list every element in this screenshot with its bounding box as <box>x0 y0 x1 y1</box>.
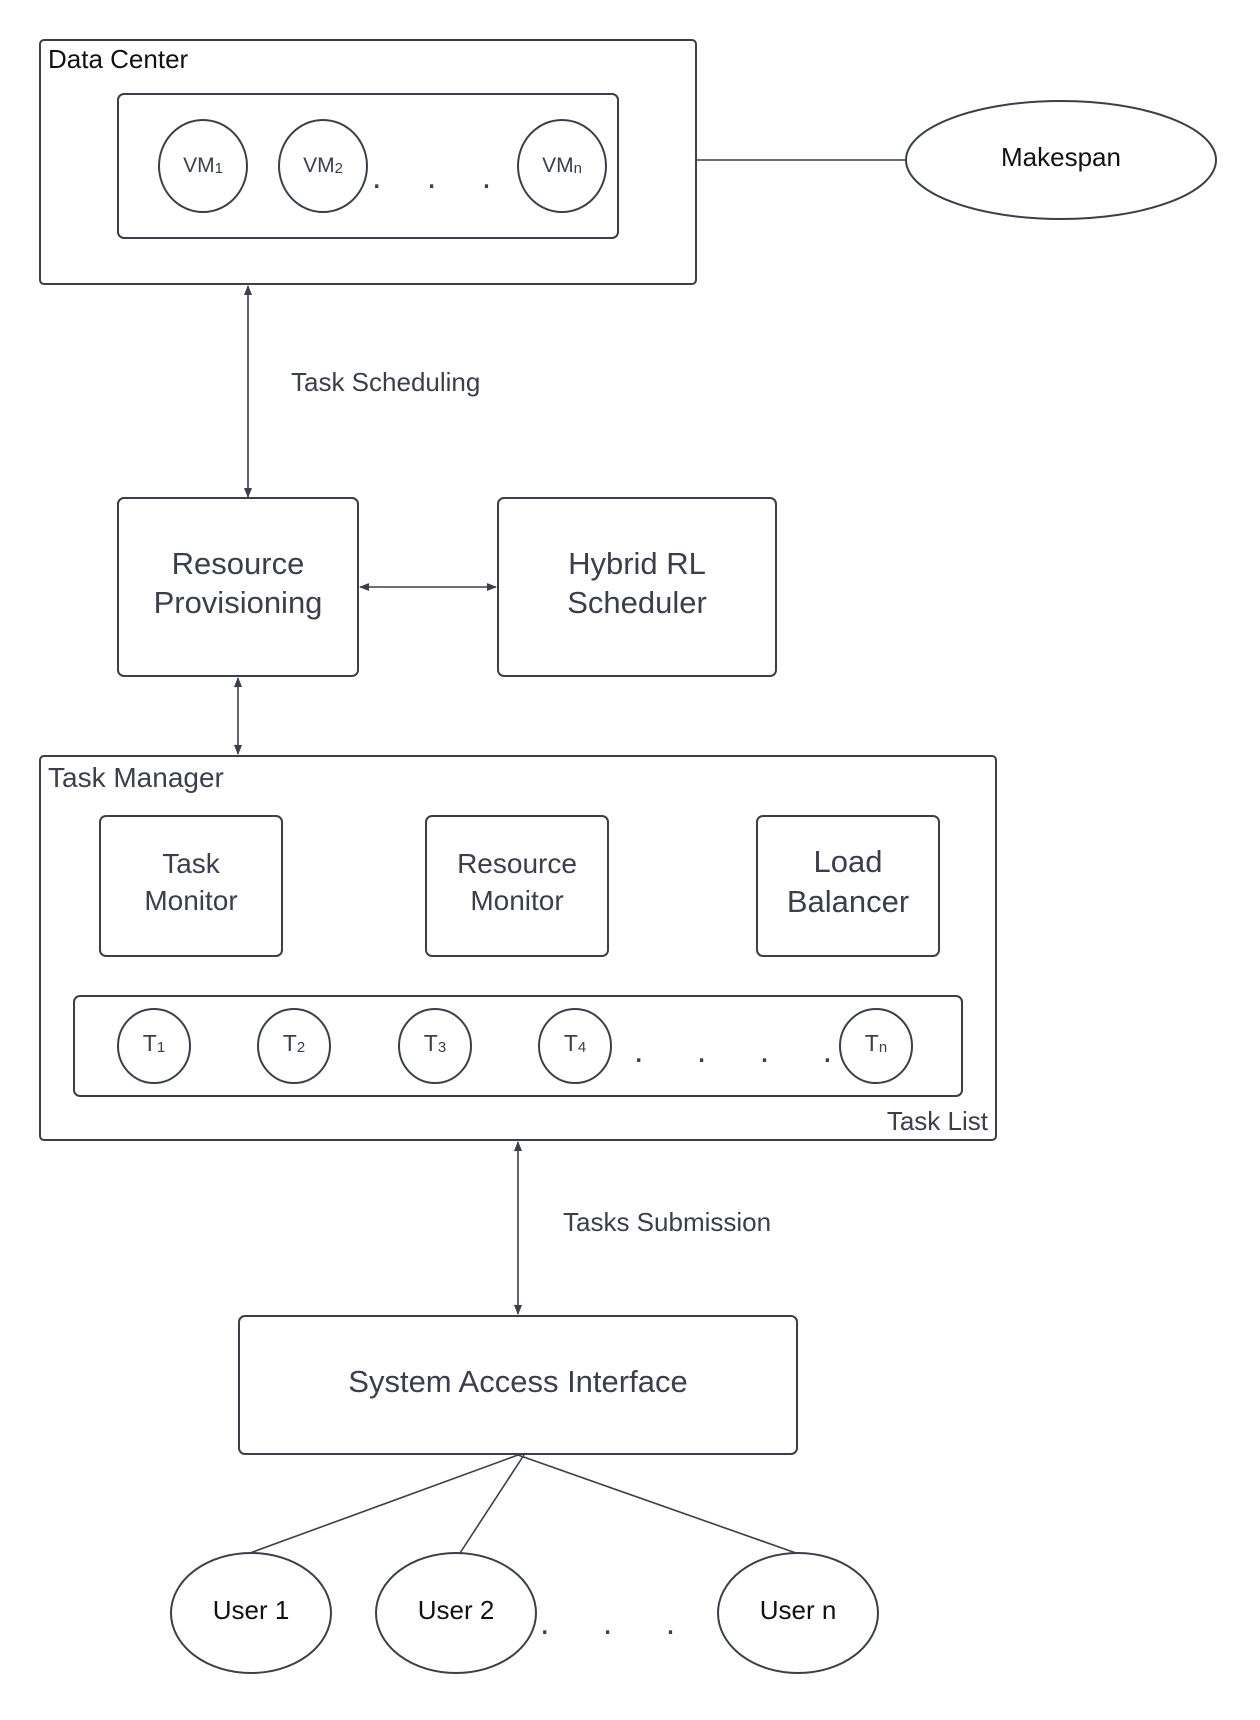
task-monitor-line1: Task <box>162 848 221 879</box>
task-manager-title: Task Manager <box>48 762 224 793</box>
makespan-label: Makespan <box>1001 142 1121 172</box>
svg-text:T4: T4 <box>564 1030 586 1056</box>
svg-text:VM1: VM1 <box>183 154 223 177</box>
svg-text:VMn: VMn <box>542 154 582 177</box>
tasks-submission-label: Tasks Submission <box>563 1207 771 1237</box>
resource-monitor-box <box>425 815 609 957</box>
load-balancer-line1: Load <box>814 844 883 879</box>
user-2-ellipse <box>375 1552 537 1674</box>
vm-node-1: VM1 <box>158 119 248 213</box>
task-node-4: T4 <box>538 1008 612 1084</box>
user2-connector <box>459 1454 525 1554</box>
svg-text:Tn: Tn <box>865 1030 887 1056</box>
resource-provisioning-box <box>117 497 359 677</box>
system-access-interface-label: System Access Interface <box>348 1364 687 1399</box>
task-monitor-line2: Monitor <box>144 885 237 916</box>
svg-text:VM2: VM2 <box>303 154 343 177</box>
resource-monitor-line2: Monitor <box>470 885 563 916</box>
user-2-label: User 2 <box>418 1595 495 1625</box>
user1-connector <box>249 1454 519 1554</box>
user-1-label: User 1 <box>213 1595 290 1625</box>
task-list-label: Task List <box>887 1106 989 1136</box>
load-balancer-box <box>756 815 940 957</box>
resource-provisioning-line2: Provisioning <box>154 585 323 620</box>
load-balancer-line2: Balancer <box>787 884 909 919</box>
task-node-n: Tn <box>839 1008 913 1084</box>
task-scheduling-label: Task Scheduling <box>291 367 480 397</box>
task-node-3: T3 <box>398 1008 472 1084</box>
user-n-label: User n <box>760 1595 837 1625</box>
svg-text:T2: T2 <box>283 1030 305 1056</box>
makespan-ellipse <box>905 100 1217 220</box>
resource-monitor-line1: Resource <box>457 848 577 879</box>
data-center-title: Data Center <box>48 44 189 74</box>
user-1-ellipse <box>170 1552 332 1674</box>
svg-text:T3: T3 <box>424 1030 446 1056</box>
task-node-1: T1 <box>117 1008 191 1084</box>
vm-node-2: VM2 <box>278 119 368 213</box>
hybrid-scheduler-line1: Hybrid RL <box>568 546 706 581</box>
hybrid-scheduler-line2: Scheduler <box>567 585 707 620</box>
system-access-interface-box <box>238 1315 798 1455</box>
svg-text:T1: T1 <box>143 1030 165 1056</box>
vm-node-n: VMn <box>517 119 607 213</box>
task-monitor-box <box>99 815 283 957</box>
user-n-ellipse <box>717 1552 879 1674</box>
hybrid-rl-scheduler-box <box>497 497 777 677</box>
usern-connector <box>517 1454 797 1554</box>
resource-provisioning-line1: Resource <box>172 546 305 581</box>
task-node-2: T2 <box>257 1008 331 1084</box>
